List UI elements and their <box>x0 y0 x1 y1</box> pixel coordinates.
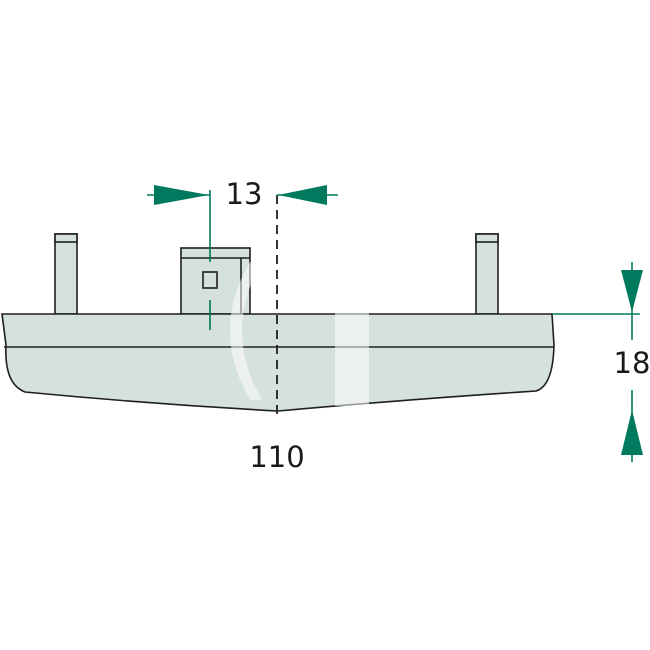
height-dimension: 18 <box>552 262 650 462</box>
offset-dimension: 13 <box>147 177 338 211</box>
left-pin <box>54 233 78 315</box>
height-label: 18 <box>614 346 650 380</box>
arrow-up-icon <box>621 410 643 455</box>
offset-label: 13 <box>226 177 263 211</box>
arrow-right-icon <box>154 185 209 205</box>
arrow-left-icon <box>278 185 327 205</box>
part-body <box>1 313 555 412</box>
length-label: 110 <box>249 440 304 474</box>
logo-watermark-icon <box>230 256 416 406</box>
center-hole <box>202 271 218 289</box>
arrow-down-icon <box>621 270 643 312</box>
right-pin <box>475 233 499 315</box>
center-block <box>180 247 251 315</box>
